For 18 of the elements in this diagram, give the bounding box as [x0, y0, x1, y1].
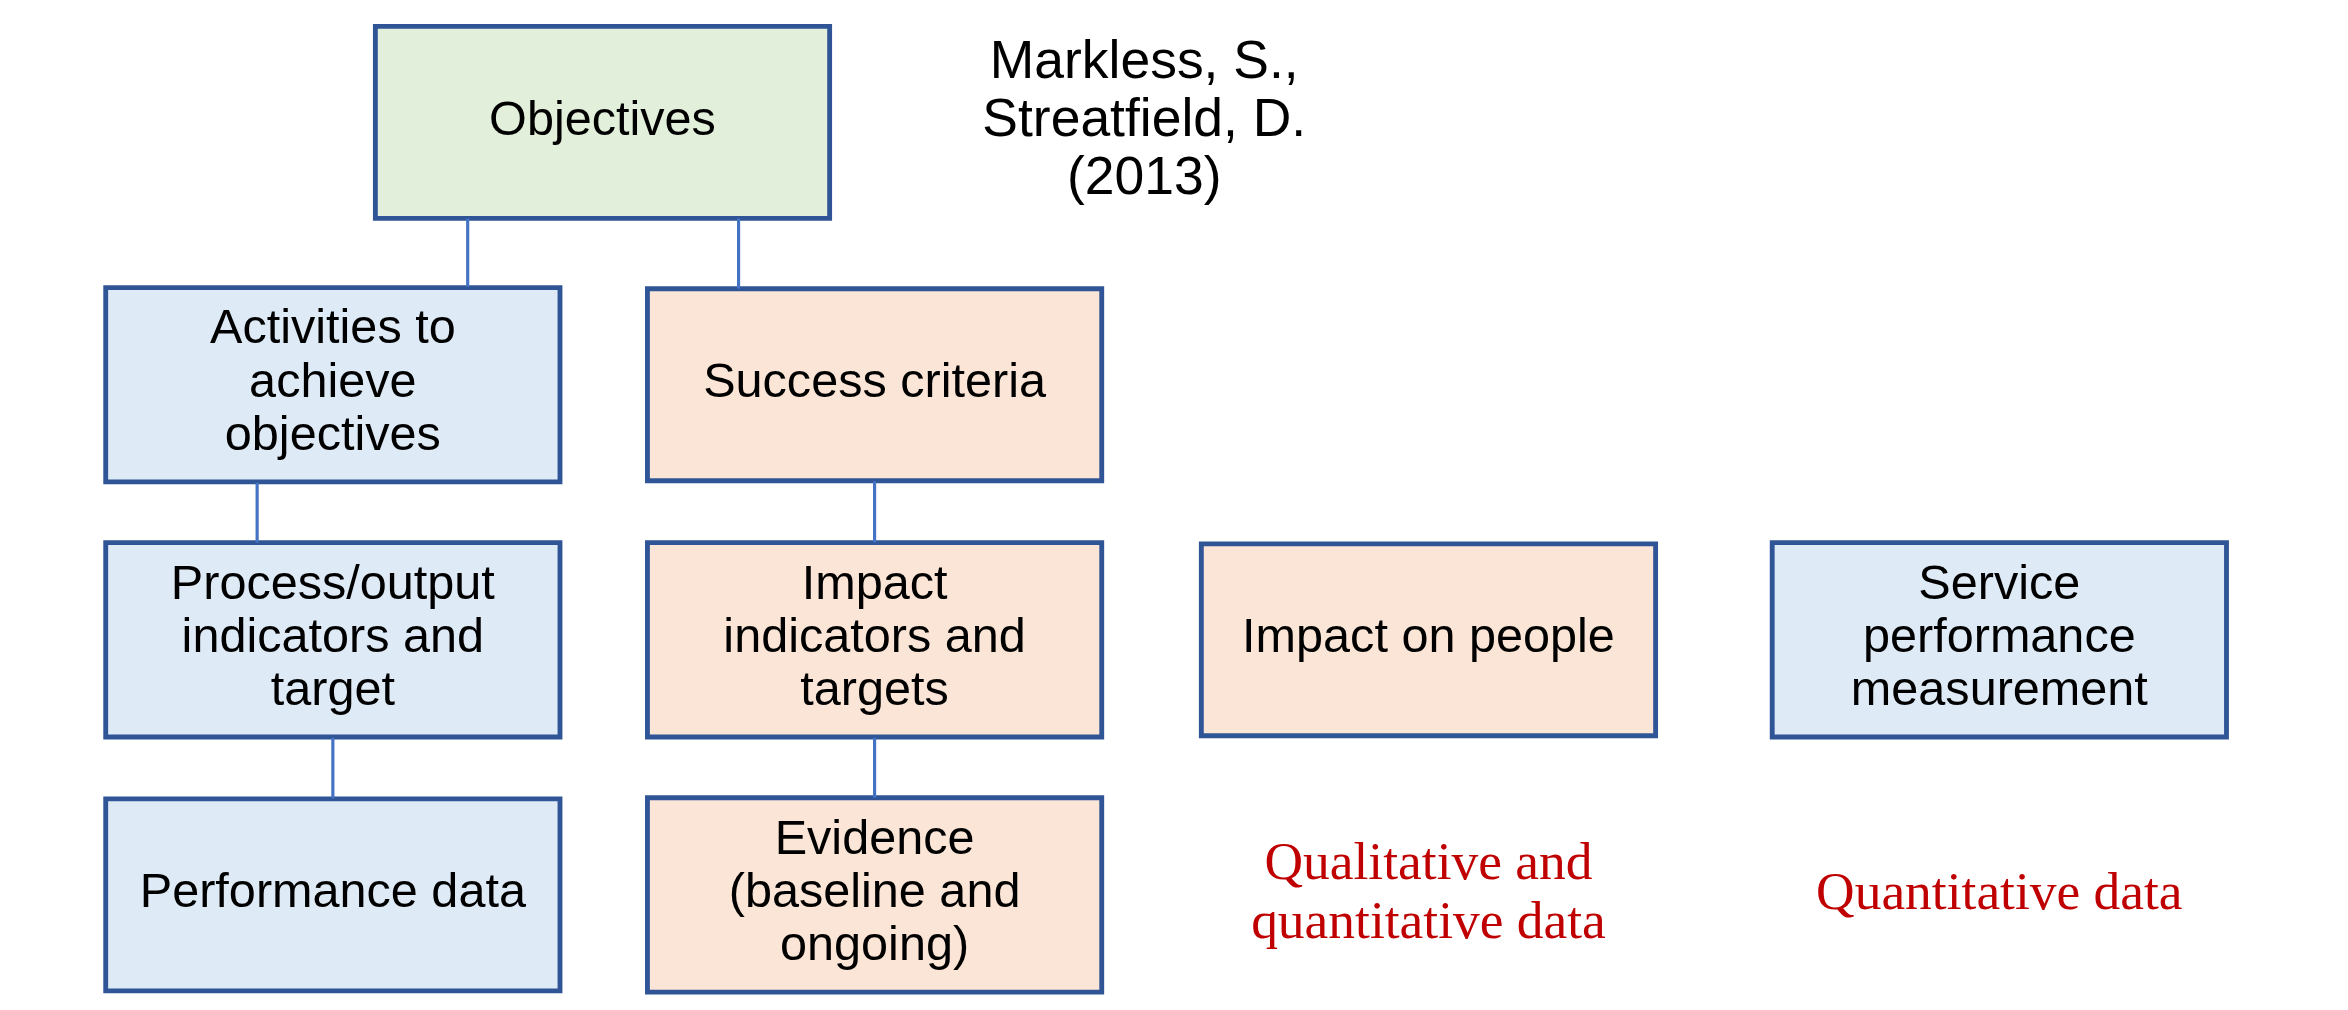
connector: [466, 218, 470, 287]
connector: [255, 482, 259, 543]
label: Qualitative and quantitative data: [1251, 831, 1606, 950]
node-box: Objectives: [372, 24, 833, 221]
node-box: Success criteria: [645, 286, 1105, 484]
connector: [873, 737, 877, 798]
node-box: Impact on people: [1198, 541, 1659, 739]
connector: [873, 481, 877, 543]
connector: [331, 737, 335, 799]
node-box: Impact indicators and targets: [645, 540, 1105, 740]
node-box: Performance data: [103, 796, 563, 994]
node-box: Activities to achieve objectives: [103, 285, 563, 485]
node-box: Service performance measurement: [1769, 540, 2229, 740]
label: Quantitative data: [1816, 860, 2183, 921]
node-box: Process/output indicators and target: [103, 540, 563, 740]
connector: [736, 218, 741, 289]
label: Markless, S., Streatfield, D. (2013): [982, 29, 1307, 206]
node-box: Evidence (baseline and ongoing): [645, 795, 1105, 995]
